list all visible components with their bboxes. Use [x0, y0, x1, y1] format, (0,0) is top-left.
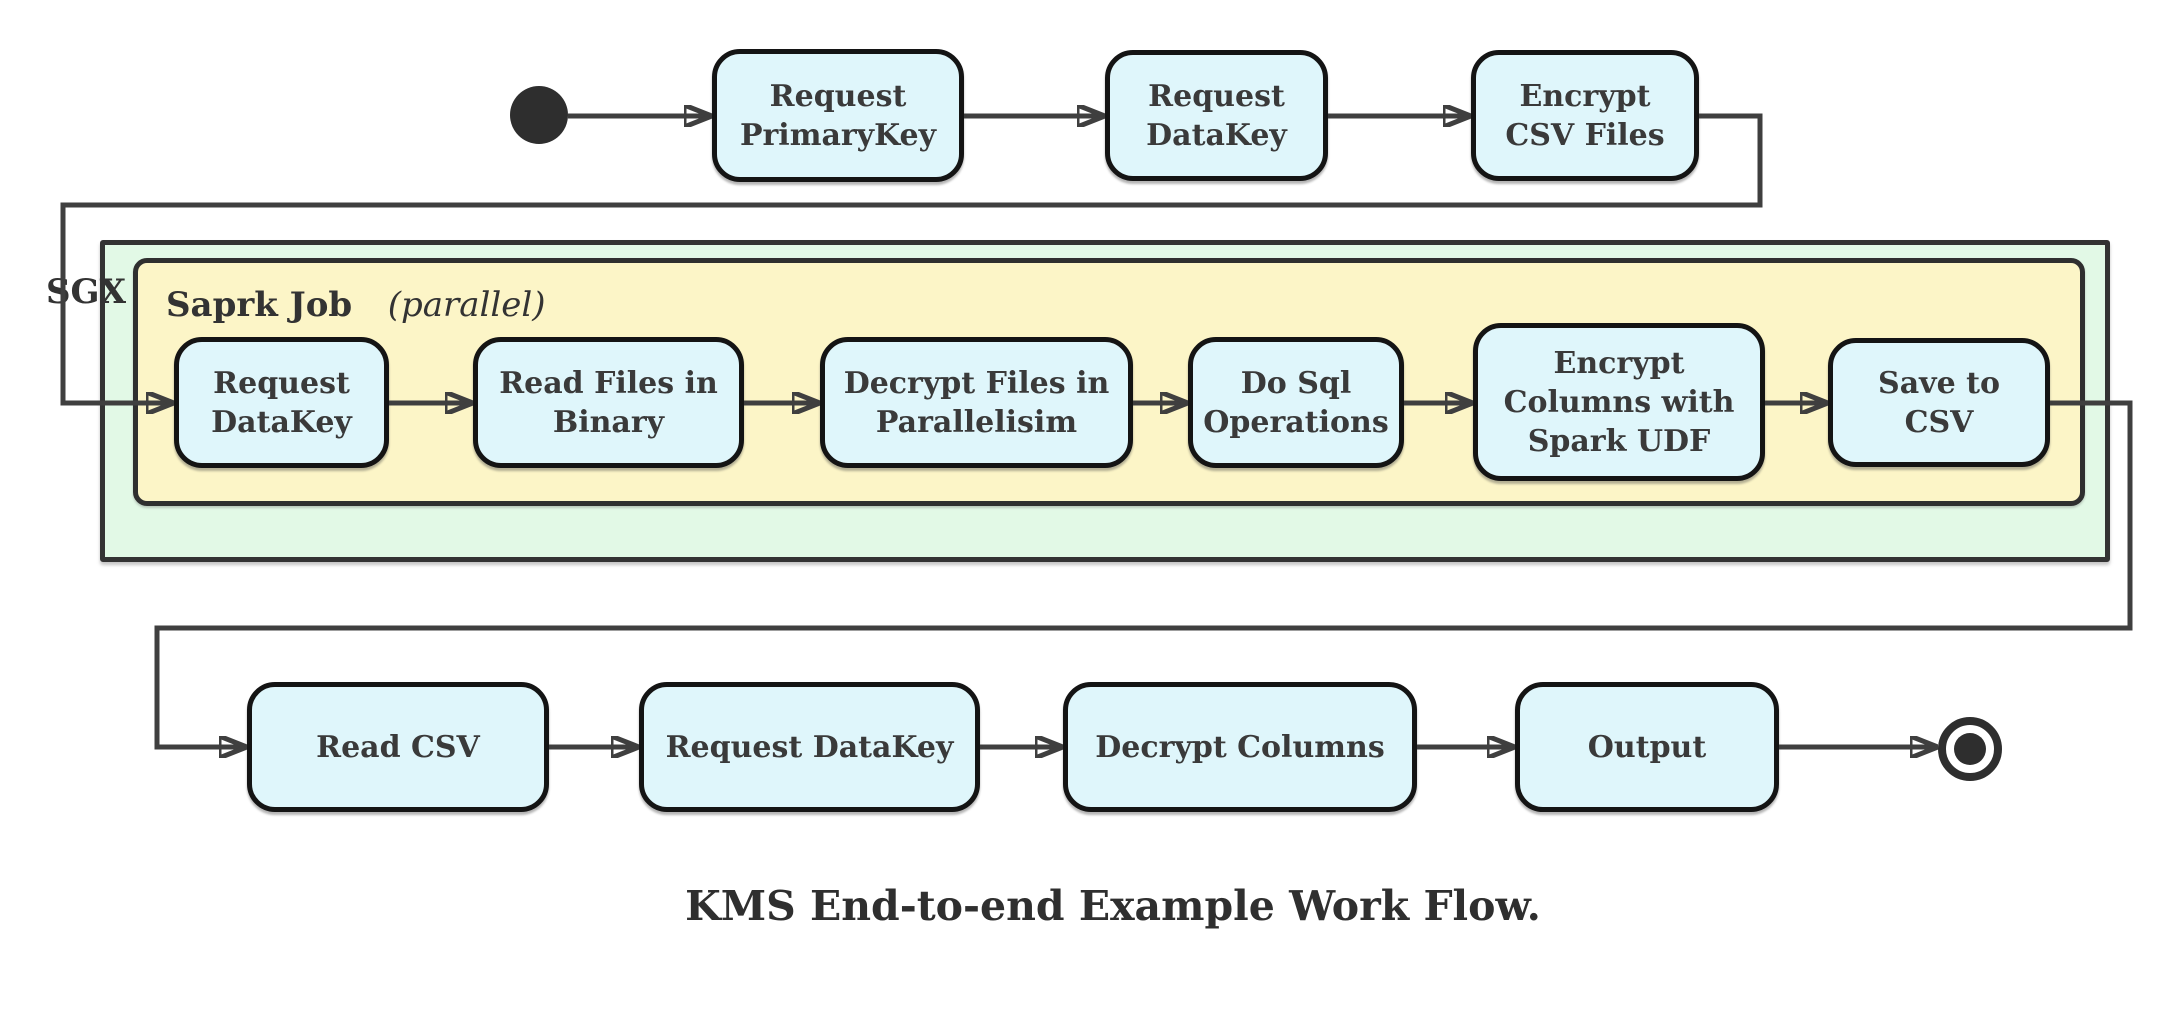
- node-sgx-request-datakey: Request DataKey: [174, 337, 389, 468]
- node-encrypt-csv-files: Encrypt CSV Files: [1471, 50, 1699, 181]
- node-save-to-csv: Save to CSV: [1828, 338, 2050, 467]
- spark-job-group-title: Saprk Job (parallel): [166, 285, 546, 325]
- node-decrypt-columns: Decrypt Columns: [1063, 682, 1417, 812]
- end-state-inner-dot: [1954, 733, 1986, 765]
- node-read-files-in-binary: Read Files in Binary: [473, 337, 744, 468]
- spark-job-title-suffix: (parallel): [387, 285, 546, 325]
- diagram-caption: KMS End-to-end Example Work Flow.: [685, 882, 1541, 930]
- sgx-group-label: SGX: [46, 272, 126, 312]
- end-state-icon: [1938, 717, 2002, 781]
- start-state-icon: [510, 86, 568, 144]
- node-read-csv: Read CSV: [247, 682, 549, 812]
- spark-job-title-text: Saprk Job: [166, 285, 353, 325]
- node-decrypt-files-in-parallelisim: Decrypt Files in Parallelisim: [820, 337, 1133, 468]
- node-encrypt-columns-with-spark-udf: Encrypt Columns with Spark UDF: [1473, 323, 1765, 481]
- node-request-datakey-top: Request DataKey: [1105, 50, 1328, 181]
- node-request-datakey-bottom: Request DataKey: [639, 682, 980, 812]
- node-do-sql-operations: Do Sql Operations: [1188, 337, 1404, 468]
- node-output: Output: [1515, 682, 1779, 812]
- node-request-primarykey: Request PrimaryKey: [712, 49, 964, 182]
